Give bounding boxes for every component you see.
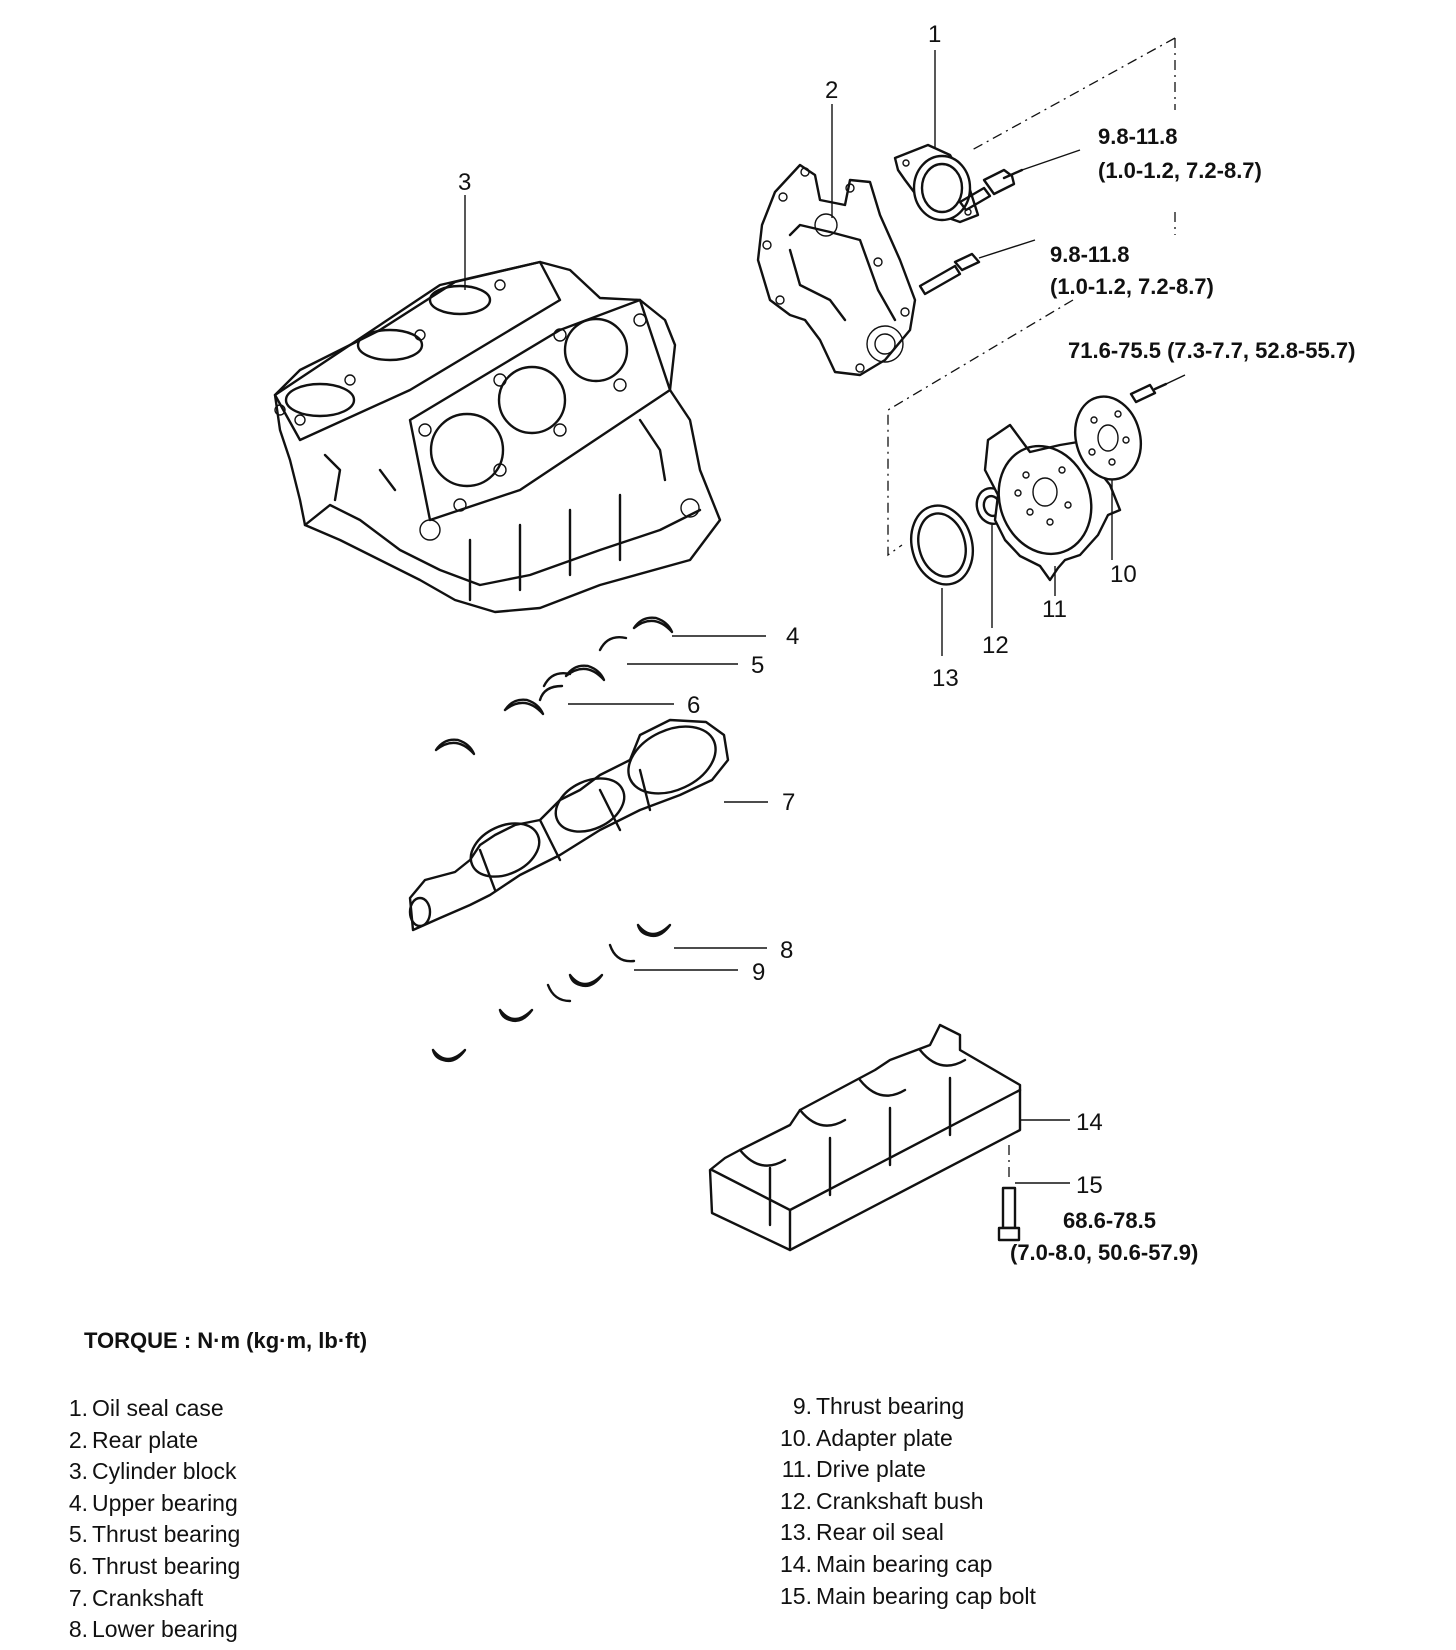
callout-1: 1 xyxy=(928,21,941,48)
legend-item: 5.Thrust bearing xyxy=(60,1519,241,1551)
adapter-plate-drawing xyxy=(1074,395,1142,481)
callout-7: 7 xyxy=(782,789,795,816)
callout-6: 6 xyxy=(687,692,700,719)
legend-item: 11.Drive plate xyxy=(772,1454,1036,1486)
legend-label: Adapter plate xyxy=(816,1424,953,1451)
callout-9: 9 xyxy=(752,959,765,986)
callout-3: 3 xyxy=(458,169,471,196)
torque-rear-plate-line2: (1.0-1.2, 7.2-8.7) xyxy=(1050,274,1214,299)
legend-label: Rear plate xyxy=(92,1426,199,1453)
legend-item: 14.Main bearing cap xyxy=(772,1549,1036,1581)
crankshaft-drawing xyxy=(408,718,730,932)
legend-label: Thrust bearing xyxy=(92,1521,241,1548)
torque-main-cap-line2: (7.0-8.0, 50.6-57.9) xyxy=(1010,1240,1198,1265)
legend-number: 6. xyxy=(68,1552,88,1579)
legend-number: 13. xyxy=(780,1519,812,1546)
legend-item: 9.Thrust bearing xyxy=(772,1391,1036,1423)
legend-item: 12.Crankshaft bush xyxy=(772,1486,1036,1518)
legend-item: 4.Upper bearing xyxy=(60,1488,240,1520)
drive-plate-bolt-drawing xyxy=(1129,382,1168,404)
legend-item: 8.Lower bearing xyxy=(60,1614,240,1646)
legend-number: 10. xyxy=(780,1424,812,1451)
legend-number: 14. xyxy=(780,1550,812,1577)
callout-labels: 1 2 3 4 5 6 7 8 9 10 11 12 13 14 15 xyxy=(458,21,1137,1199)
legend-number: 12. xyxy=(780,1487,812,1514)
callout-10: 10 xyxy=(1110,561,1137,588)
main-bearing-cap-bolt-drawing xyxy=(997,1186,1021,1242)
leader-lines xyxy=(464,50,1186,1184)
legend-number: 9. xyxy=(792,1393,812,1419)
torque-unit-heading: TORQUE : N·m (kg·m, lb·ft) xyxy=(84,1328,368,1353)
lower-bearing-set-drawing xyxy=(431,923,672,1063)
callout-15: 15 xyxy=(1076,1172,1103,1199)
rear-plate-drawing xyxy=(756,163,917,377)
legend-number: 2. xyxy=(68,1426,88,1453)
legend-label: Oil seal case xyxy=(92,1395,224,1421)
torque-drive-plate: 71.6-75.5 (7.3-7.7, 52.8-55.7) xyxy=(1068,338,1355,363)
oil-seal-case-drawing xyxy=(893,143,980,224)
legend-item: 10.Adapter plate xyxy=(772,1423,1036,1455)
parts-legend-right: 9.Thrust bearing 10.Adapter plate 11.Dri… xyxy=(772,1391,1036,1612)
torque-oil-seal-case-line2: (1.0-1.2, 7.2-8.7) xyxy=(1098,158,1262,183)
legend-number: 5. xyxy=(68,1521,88,1548)
legend-item: 2.Rear plate xyxy=(60,1425,240,1457)
legend-label: Cylinder block xyxy=(92,1458,237,1485)
callout-14: 14 xyxy=(1076,1109,1103,1136)
legend-number: 3. xyxy=(68,1458,88,1485)
legend-label: Drive plate xyxy=(816,1456,926,1483)
torque-oil-seal-case-line1: 9.8-11.8 xyxy=(1098,124,1178,149)
legend-number: 11. xyxy=(781,1456,812,1483)
torque-main-cap-line1: 68.6-78.5 xyxy=(1063,1208,1156,1233)
legend-item: 3.Cylinder block xyxy=(60,1456,240,1488)
callout-11: 11 xyxy=(1042,596,1067,623)
thrust-bearing-upper-drawing xyxy=(538,636,628,702)
legend-item: 15.Main bearing cap bolt xyxy=(772,1581,1036,1613)
legend-label: Main bearing cap xyxy=(816,1550,993,1577)
callout-5: 5 xyxy=(751,652,764,679)
legend-label: Thrust bearing xyxy=(92,1552,241,1579)
thrust-bearing-lower-drawing xyxy=(546,943,636,1003)
legend-label: Rear oil seal xyxy=(816,1519,944,1546)
cylinder-block-drawing xyxy=(273,260,722,614)
legend-number: 15. xyxy=(780,1582,812,1609)
legend-item: 13.Rear oil seal xyxy=(772,1517,1036,1549)
callout-12: 12 xyxy=(982,632,1009,659)
rear-plate-bolt-drawing xyxy=(918,252,981,296)
upper-bearing-set-drawing xyxy=(434,616,674,756)
callout-2: 2 xyxy=(825,77,838,104)
parts-legend-left: 1.Oil seal case 2.Rear plate 3.Cylinder … xyxy=(60,1393,241,1646)
callout-13: 13 xyxy=(932,665,959,692)
main-bearing-cap-drawing xyxy=(708,1023,1022,1252)
legend-label: Main bearing cap bolt xyxy=(816,1582,1036,1609)
dashed-reference-lines xyxy=(887,37,1176,1180)
legend-label: Crankshaft xyxy=(92,1584,204,1611)
legend-label: Upper bearing xyxy=(92,1489,238,1516)
legend-number: 8. xyxy=(68,1616,88,1643)
torque-specs: 9.8-11.8 (1.0-1.2, 7.2-8.7) 9.8-11.8 (1.… xyxy=(1010,124,1355,1265)
legend-label: Lower bearing xyxy=(92,1616,238,1643)
legend-number: 4. xyxy=(68,1489,88,1516)
oil-seal-case-bolt-drawing xyxy=(958,168,1024,212)
legend-number: 7. xyxy=(68,1584,88,1611)
callout-8: 8 xyxy=(780,937,793,964)
legend-label: Crankshaft bush xyxy=(816,1487,984,1514)
legend-item: 1.Oil seal case xyxy=(60,1393,240,1425)
legend-label: Thrust bearing xyxy=(816,1393,965,1419)
callout-4: 4 xyxy=(786,623,799,650)
torque-rear-plate-line1: 9.8-11.8 xyxy=(1050,242,1130,267)
rear-oil-seal-drawing xyxy=(910,504,974,586)
legend-item: 6.Thrust bearing xyxy=(60,1551,241,1583)
legend-item: 7.Crankshaft xyxy=(60,1583,240,1615)
legend-number: 1. xyxy=(68,1395,88,1421)
